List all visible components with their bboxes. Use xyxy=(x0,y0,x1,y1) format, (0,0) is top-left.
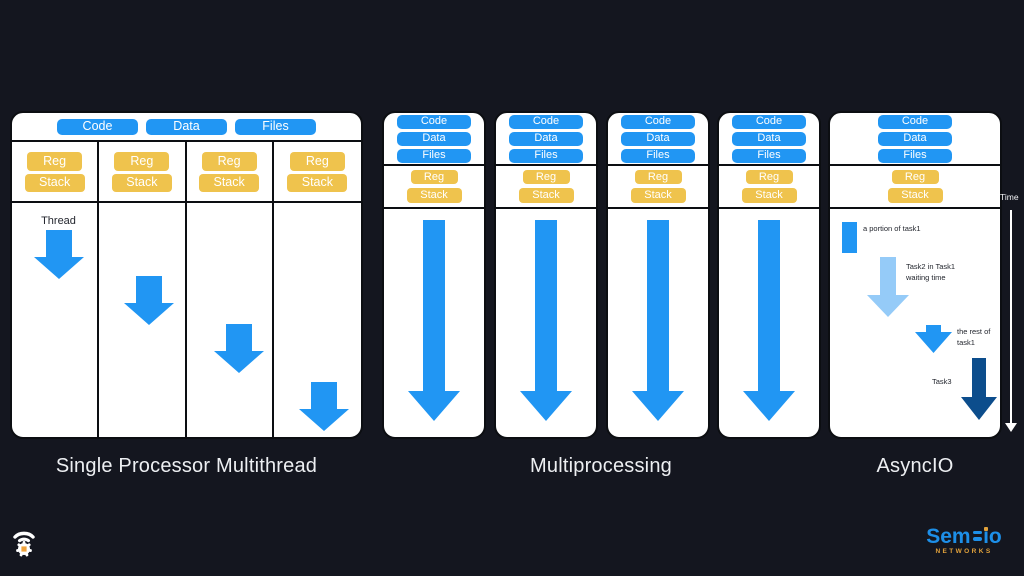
task3-arrow-icon xyxy=(961,358,997,420)
stack-box: Stack xyxy=(199,173,260,192)
reg-box: Reg xyxy=(634,170,682,184)
stack-box: Stack xyxy=(518,188,574,203)
reg-box: Reg xyxy=(891,170,939,184)
code-box: Code xyxy=(732,114,806,129)
asyncio-lane: a portion of task1 Task2 in Task1 waitin… xyxy=(830,209,1000,437)
time-axis-arrowhead-icon xyxy=(1005,423,1017,432)
process4-context: Reg Stack xyxy=(719,166,819,209)
data-box: Data xyxy=(146,118,227,135)
process2-arrow-icon xyxy=(520,220,572,421)
logo-text-post: ıo xyxy=(983,525,1002,548)
thread1-lane xyxy=(12,203,100,437)
code-box: Code xyxy=(878,114,952,129)
stack-box: Stack xyxy=(887,188,943,203)
reg-box: Reg xyxy=(289,151,345,171)
thread2-arrow-icon xyxy=(124,276,174,325)
task1-rest-note: the rest of task1 xyxy=(957,327,991,347)
thread3-arrow-icon xyxy=(214,324,264,373)
process1-panel: Code Data Files Reg Stack xyxy=(382,111,486,439)
process2-panel: Code Data Files Reg Stack xyxy=(494,111,598,439)
process3-panel: Code Data Files Reg Stack xyxy=(606,111,710,439)
data-box: Data xyxy=(878,131,952,146)
process3-memory: Code Data Files xyxy=(608,113,708,166)
process3-arrow-icon xyxy=(632,220,684,421)
asyncio-panel: Code Data Files Reg Stack a portion of t… xyxy=(828,111,1002,439)
code-box: Code xyxy=(57,118,138,135)
multiprocessing-caption: Multiprocessing xyxy=(530,455,672,477)
single-processor-panel: Code Data Files Reg Stack Reg Stack Reg … xyxy=(10,111,363,439)
reg-box: Reg xyxy=(201,151,257,171)
asyncio-caption: AsyncIO xyxy=(876,455,954,477)
files-box: Files xyxy=(621,148,695,163)
stack-box: Stack xyxy=(111,173,172,192)
thread-columns: Reg Stack Reg Stack Reg Stack Reg Stack xyxy=(12,142,361,437)
code-box: Code xyxy=(509,114,583,129)
data-box: Data xyxy=(509,131,583,146)
task1-portion-bar xyxy=(842,222,857,253)
thread2-context: Reg Stack xyxy=(99,142,187,203)
files-box: Files xyxy=(397,148,471,163)
process2-context: Reg Stack xyxy=(496,166,596,209)
task3-note: Task3 xyxy=(932,377,952,386)
time-axis-label: Time xyxy=(1000,192,1019,202)
logo-i-dot xyxy=(984,527,988,531)
process4-panel: Code Data Files Reg Stack xyxy=(717,111,821,439)
thread-label: Thread xyxy=(41,215,76,227)
process1-context: Reg Stack xyxy=(384,166,484,209)
time-axis-line xyxy=(1010,210,1012,424)
data-box: Data xyxy=(397,131,471,146)
logo-text-pre: Sem xyxy=(926,525,971,548)
thread1-arrow-icon xyxy=(34,230,84,279)
asyncio-context: Reg Stack xyxy=(830,166,1000,209)
semfio-networks-label: NETWORKS xyxy=(935,548,993,555)
thread4-context: Reg Stack xyxy=(273,142,361,203)
process2-lane xyxy=(496,209,596,437)
stack-box: Stack xyxy=(406,188,462,203)
process4-memory: Code Data Files xyxy=(719,113,819,166)
process4-arrow-icon xyxy=(743,220,795,421)
files-box: Files xyxy=(878,148,952,163)
code-box: Code xyxy=(397,114,471,129)
files-box: Files xyxy=(509,148,583,163)
files-box: Files xyxy=(235,118,316,135)
stack-box: Stack xyxy=(741,188,797,203)
data-box: Data xyxy=(621,131,695,146)
process1-arrow-icon xyxy=(408,220,460,421)
thread1-context: Reg Stack xyxy=(12,142,100,203)
smart-gear-wifi-icon xyxy=(13,531,35,557)
process4-lane xyxy=(719,209,819,437)
thread4-arrow-icon xyxy=(299,382,349,431)
thread3-context: Reg Stack xyxy=(186,142,274,203)
stack-box: Stack xyxy=(630,188,686,203)
task2-note: Task2 in Task1 waiting time xyxy=(906,262,956,282)
stack-box: Stack xyxy=(287,173,348,192)
files-box: Files xyxy=(732,148,806,163)
reg-box: Reg xyxy=(114,151,170,171)
logo-f-glyph xyxy=(972,530,982,541)
reg-box: Reg xyxy=(410,170,458,184)
process1-lane xyxy=(384,209,484,437)
process2-memory: Code Data Files xyxy=(496,113,596,166)
process1-memory: Code Data Files xyxy=(384,113,484,166)
process3-lane xyxy=(608,209,708,437)
data-box: Data xyxy=(732,131,806,146)
process3-context: Reg Stack xyxy=(608,166,708,209)
asyncio-memory: Code Data Files xyxy=(830,113,1000,166)
single-processor-header: Code Data Files xyxy=(12,113,361,142)
thread3-lane xyxy=(187,203,274,437)
code-box: Code xyxy=(621,114,695,129)
reg-box: Reg xyxy=(522,170,570,184)
thread2-lane xyxy=(99,203,187,437)
task1-portion-note: a portion of task1 xyxy=(863,224,921,233)
task2-arrow-icon xyxy=(867,257,909,317)
reg-box: Reg xyxy=(745,170,793,184)
reg-box: Reg xyxy=(27,151,83,171)
task1-rest-arrow-icon xyxy=(915,325,952,353)
stack-box: Stack xyxy=(24,173,85,192)
single-processor-caption: Single Processor Multithread xyxy=(55,455,318,477)
